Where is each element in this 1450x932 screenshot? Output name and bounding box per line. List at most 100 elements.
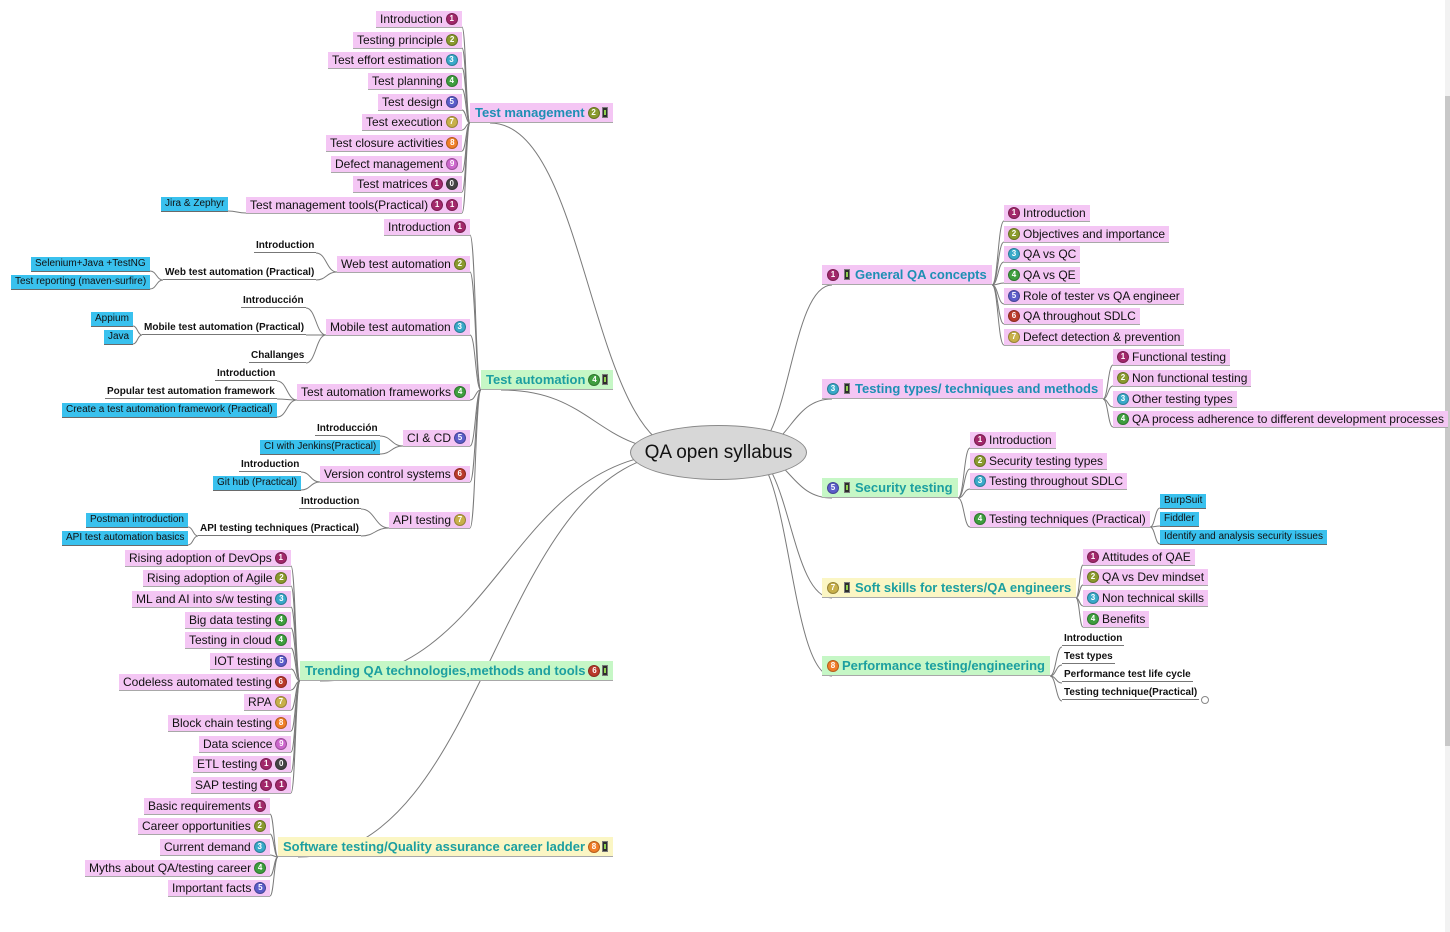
detail-ta-4-0[interactable]: Introducción [315,422,380,436]
detail-st-3-0[interactable]: BurpSuit [1160,493,1207,509]
detail-ta-6-0[interactable]: Introduction [299,495,362,509]
detail-ta-1-1-0[interactable]: Selenium+Java +TestNG [31,256,150,272]
detail-ta-1-1[interactable]: Web test automation (Practical) [163,266,317,280]
priority-1-icon: 1 [253,799,266,812]
detail-ta-5-0[interactable]: Introduction [239,458,302,472]
detail-ta-6-1-1[interactable]: API test automation basics [62,530,189,546]
detail-ta-4-1[interactable]: CI with Jenkins(Practical) [260,439,381,455]
vertical-scrollbar[interactable] [1445,0,1450,932]
node-label: Test design [382,94,443,109]
subtopic-pt-3[interactable]: Testing technique(Practical) [1062,686,1200,700]
detail-tm-9-0[interactable]: Jira & Zephyr [161,196,229,212]
subtopic-pt-1[interactable]: Test types [1062,650,1115,664]
detail-ta-6-1[interactable]: API testing techniques (Practical) [198,522,361,536]
priority-3-icon: 3 [1117,392,1129,405]
collapse-toggle-icon[interactable] [1201,696,1209,704]
detail-ta-2-2[interactable]: Challanges [249,349,307,363]
connector-line [360,508,390,529]
subtopic-pt-2[interactable]: Performance test life cycle [1062,668,1193,682]
detail-ta-3-2[interactable]: Create a test automation framework (Prac… [62,402,277,418]
detail-st-3-2[interactable]: Identify and analysis security issues [1160,529,1327,545]
detail-ta-1-1-1[interactable]: Test reporting (maven-surfire) [11,274,151,290]
detail-ta-2-0[interactable]: Introducción [241,294,306,308]
detail-ta-1-0[interactable]: Introduction [254,239,317,253]
detail-ta-2-1-1[interactable]: Java [104,329,134,345]
detail-ta-3-1[interactable]: Popular test automation framework [105,385,277,399]
connector-line [957,488,971,499]
detail-ta-6-1-0[interactable]: Postman introduction [86,512,188,528]
topic-cl[interactable]: Software testing/Quality assurance caree… [278,837,614,857]
connector-line [269,833,279,858]
detail-ta-2-1[interactable]: Mobile test automation (Practical) [142,321,307,335]
node-label: Current demand [164,839,251,854]
subtopic-pt-0[interactable]: Introduction [1062,632,1125,646]
topic-tr[interactable]: Trending QA technologies,methods and too… [300,661,614,681]
detail-st-3-1[interactable]: Fiddler [1160,511,1199,527]
detail-ta-2-1-0[interactable]: Appium [91,311,133,327]
root-node[interactable]: QA open syllabus [630,425,807,480]
detail-ta-3-0[interactable]: Introduction [215,367,278,381]
detail-ta-5-1[interactable]: Git hub (Practical) [213,475,302,491]
